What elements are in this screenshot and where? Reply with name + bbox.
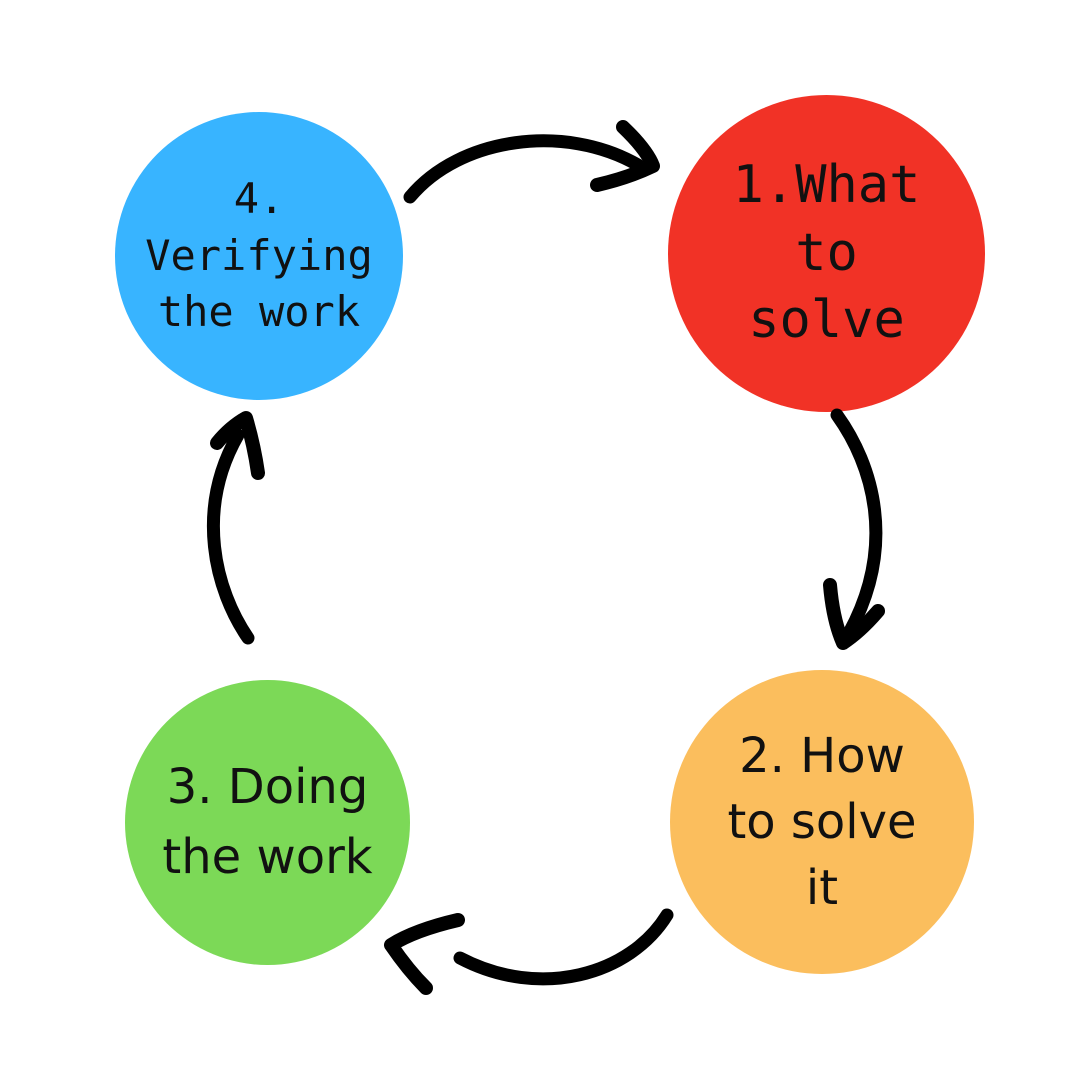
step-circle-4-verifying-the-work: 4. Verifying the work [115, 112, 403, 400]
step-label-1: 1.What to solve [732, 155, 921, 351]
arrow-step3-to-step4-icon [207, 411, 265, 645]
arrow-step1-to-step2-icon [823, 408, 885, 650]
step-label-4: 4. Verifying the work [145, 173, 373, 337]
step-label-2: 2. How to solve it [727, 727, 917, 917]
step-label-3: 3. Doing the work [162, 758, 373, 885]
step-circle-1-what-to-solve: 1.What to solve [668, 95, 985, 412]
step-circle-3-doing-the-work: 3. Doing the work [125, 680, 410, 965]
arrow-step2-to-step3-icon [384, 908, 674, 995]
arrow-step4-to-step1-icon [403, 120, 660, 204]
step-circle-2-how-to-solve-it: 2. How to solve it [670, 670, 974, 974]
